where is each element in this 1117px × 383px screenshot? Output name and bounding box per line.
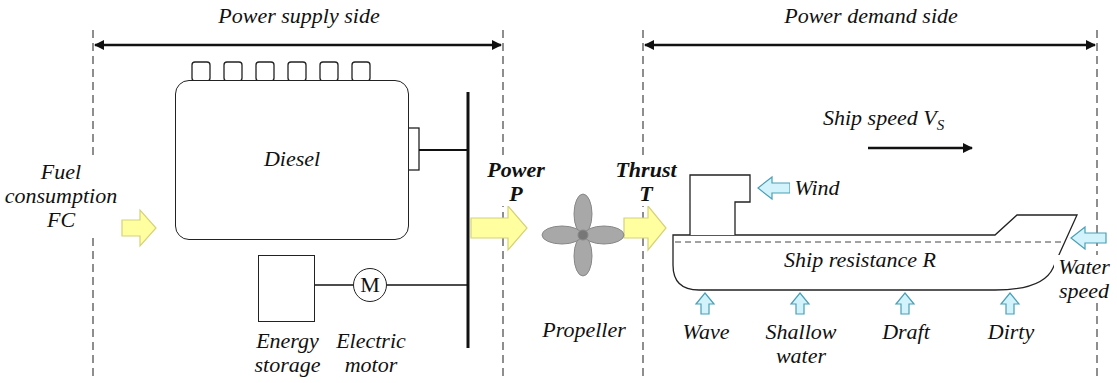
node-text: Diesel xyxy=(176,147,408,171)
up-arrows xyxy=(696,293,1019,314)
node-text: M xyxy=(354,273,386,297)
storage-box: Energy storage xyxy=(258,255,315,322)
speed-label: Ship speed VS xyxy=(822,106,945,134)
ship-outline xyxy=(665,160,1085,292)
up-arrow xyxy=(896,293,914,314)
cylinder-heads xyxy=(192,62,370,81)
waterline xyxy=(675,242,1063,243)
environment-label: Wave xyxy=(670,320,742,344)
part-name: Propeller xyxy=(533,318,635,342)
speed-text: Ship speed V xyxy=(823,105,937,130)
node-text: Energy storage xyxy=(243,329,333,377)
cylinder-head xyxy=(288,62,306,81)
environment-label: Dirty xyxy=(975,320,1047,344)
up-arrow xyxy=(791,293,809,314)
side-arrows xyxy=(95,44,1095,47)
cylinder-head xyxy=(320,62,338,81)
engine-box: Diesel xyxy=(175,80,409,240)
superstructure xyxy=(690,175,750,235)
environment-label: Wind xyxy=(790,176,844,200)
shaft xyxy=(419,149,468,151)
speed-arrow xyxy=(868,147,972,150)
motor-wire xyxy=(387,284,468,285)
speed-subscript: S xyxy=(937,117,945,133)
cylinder-head xyxy=(224,62,242,81)
node-caption: Electric motor xyxy=(326,329,416,377)
flow-label: Power P xyxy=(477,158,555,206)
boundary-lines xyxy=(93,30,1097,380)
input-label: Fuel consumption FC xyxy=(1,160,121,233)
ship-hull: Ship resistance R xyxy=(665,160,1085,292)
side-heading: Power supply side xyxy=(188,4,410,28)
side-heading: Power demand side xyxy=(760,4,982,28)
environment-label: Shallow water xyxy=(760,320,842,368)
motor-circle: MElectric motor xyxy=(353,268,387,302)
node-text: Ship resistance R xyxy=(665,248,1055,272)
cylinder-head xyxy=(352,62,370,81)
environment-label: Draft xyxy=(870,320,942,344)
power-bus xyxy=(467,92,470,348)
up-arrow xyxy=(1001,293,1019,314)
cylinder-head xyxy=(256,62,274,81)
up-arrow xyxy=(696,293,714,314)
environment-label: Water speed xyxy=(1054,255,1114,303)
cylinder-head xyxy=(192,62,210,81)
flow-label: Thrust T xyxy=(607,158,685,206)
wire xyxy=(315,284,353,285)
